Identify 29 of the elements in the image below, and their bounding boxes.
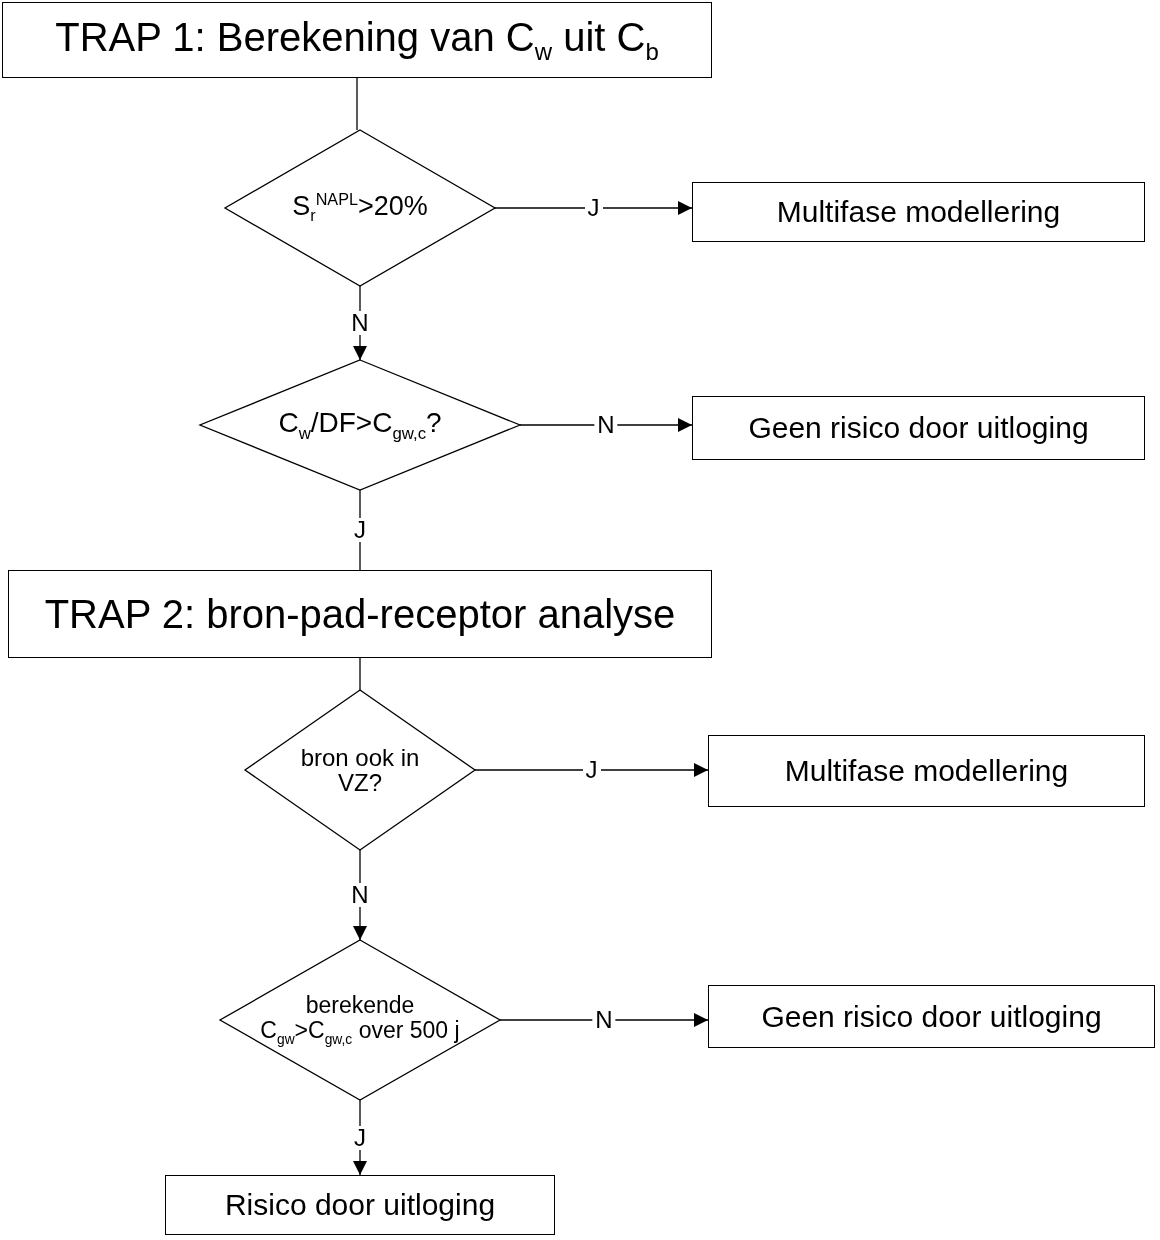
arrow [519, 418, 693, 432]
node-text: Multifase modellering [784, 755, 1069, 787]
node-text: Geen risico door uitloging [748, 412, 1089, 444]
process-box [708, 985, 1155, 1048]
node-text: bron ook in VZ? [299, 744, 421, 796]
node-text: C$_{w}$/DF>C$_{gw,c}$? [278, 407, 442, 443]
node-text: S$_{r}$$^{NAPL}$>20% [292, 191, 428, 225]
arrow [474, 763, 709, 777]
decision-diamond [220, 940, 500, 1100]
process-box [165, 1175, 555, 1235]
arrow [353, 285, 367, 361]
node-text: berekende C$_{gw}$>C$_{gw,c}$ over 500 j [259, 993, 461, 1047]
node-text: Geen risico door uitloging [761, 1000, 1102, 1033]
arrow [353, 1099, 367, 1176]
arrow [494, 201, 693, 215]
process-box [8, 570, 712, 658]
node-text: Risico door uitloging [224, 1189, 496, 1221]
decision-diamond [225, 130, 495, 286]
decision-diamond [245, 690, 475, 850]
process-box [708, 735, 1145, 807]
process-box [692, 396, 1145, 460]
node-text: TRAP 1: Berekening van C$_{w}$ uit C$_{b}$ [55, 15, 659, 65]
decision-diamond [200, 360, 520, 490]
arrow [499, 1013, 709, 1027]
node-text: Multifase modellering [776, 196, 1061, 228]
process-box [2, 2, 712, 78]
arrow [353, 849, 367, 941]
node-text: TRAP 2: bron-pad-receptor analyse [44, 593, 676, 635]
process-box [692, 182, 1145, 242]
